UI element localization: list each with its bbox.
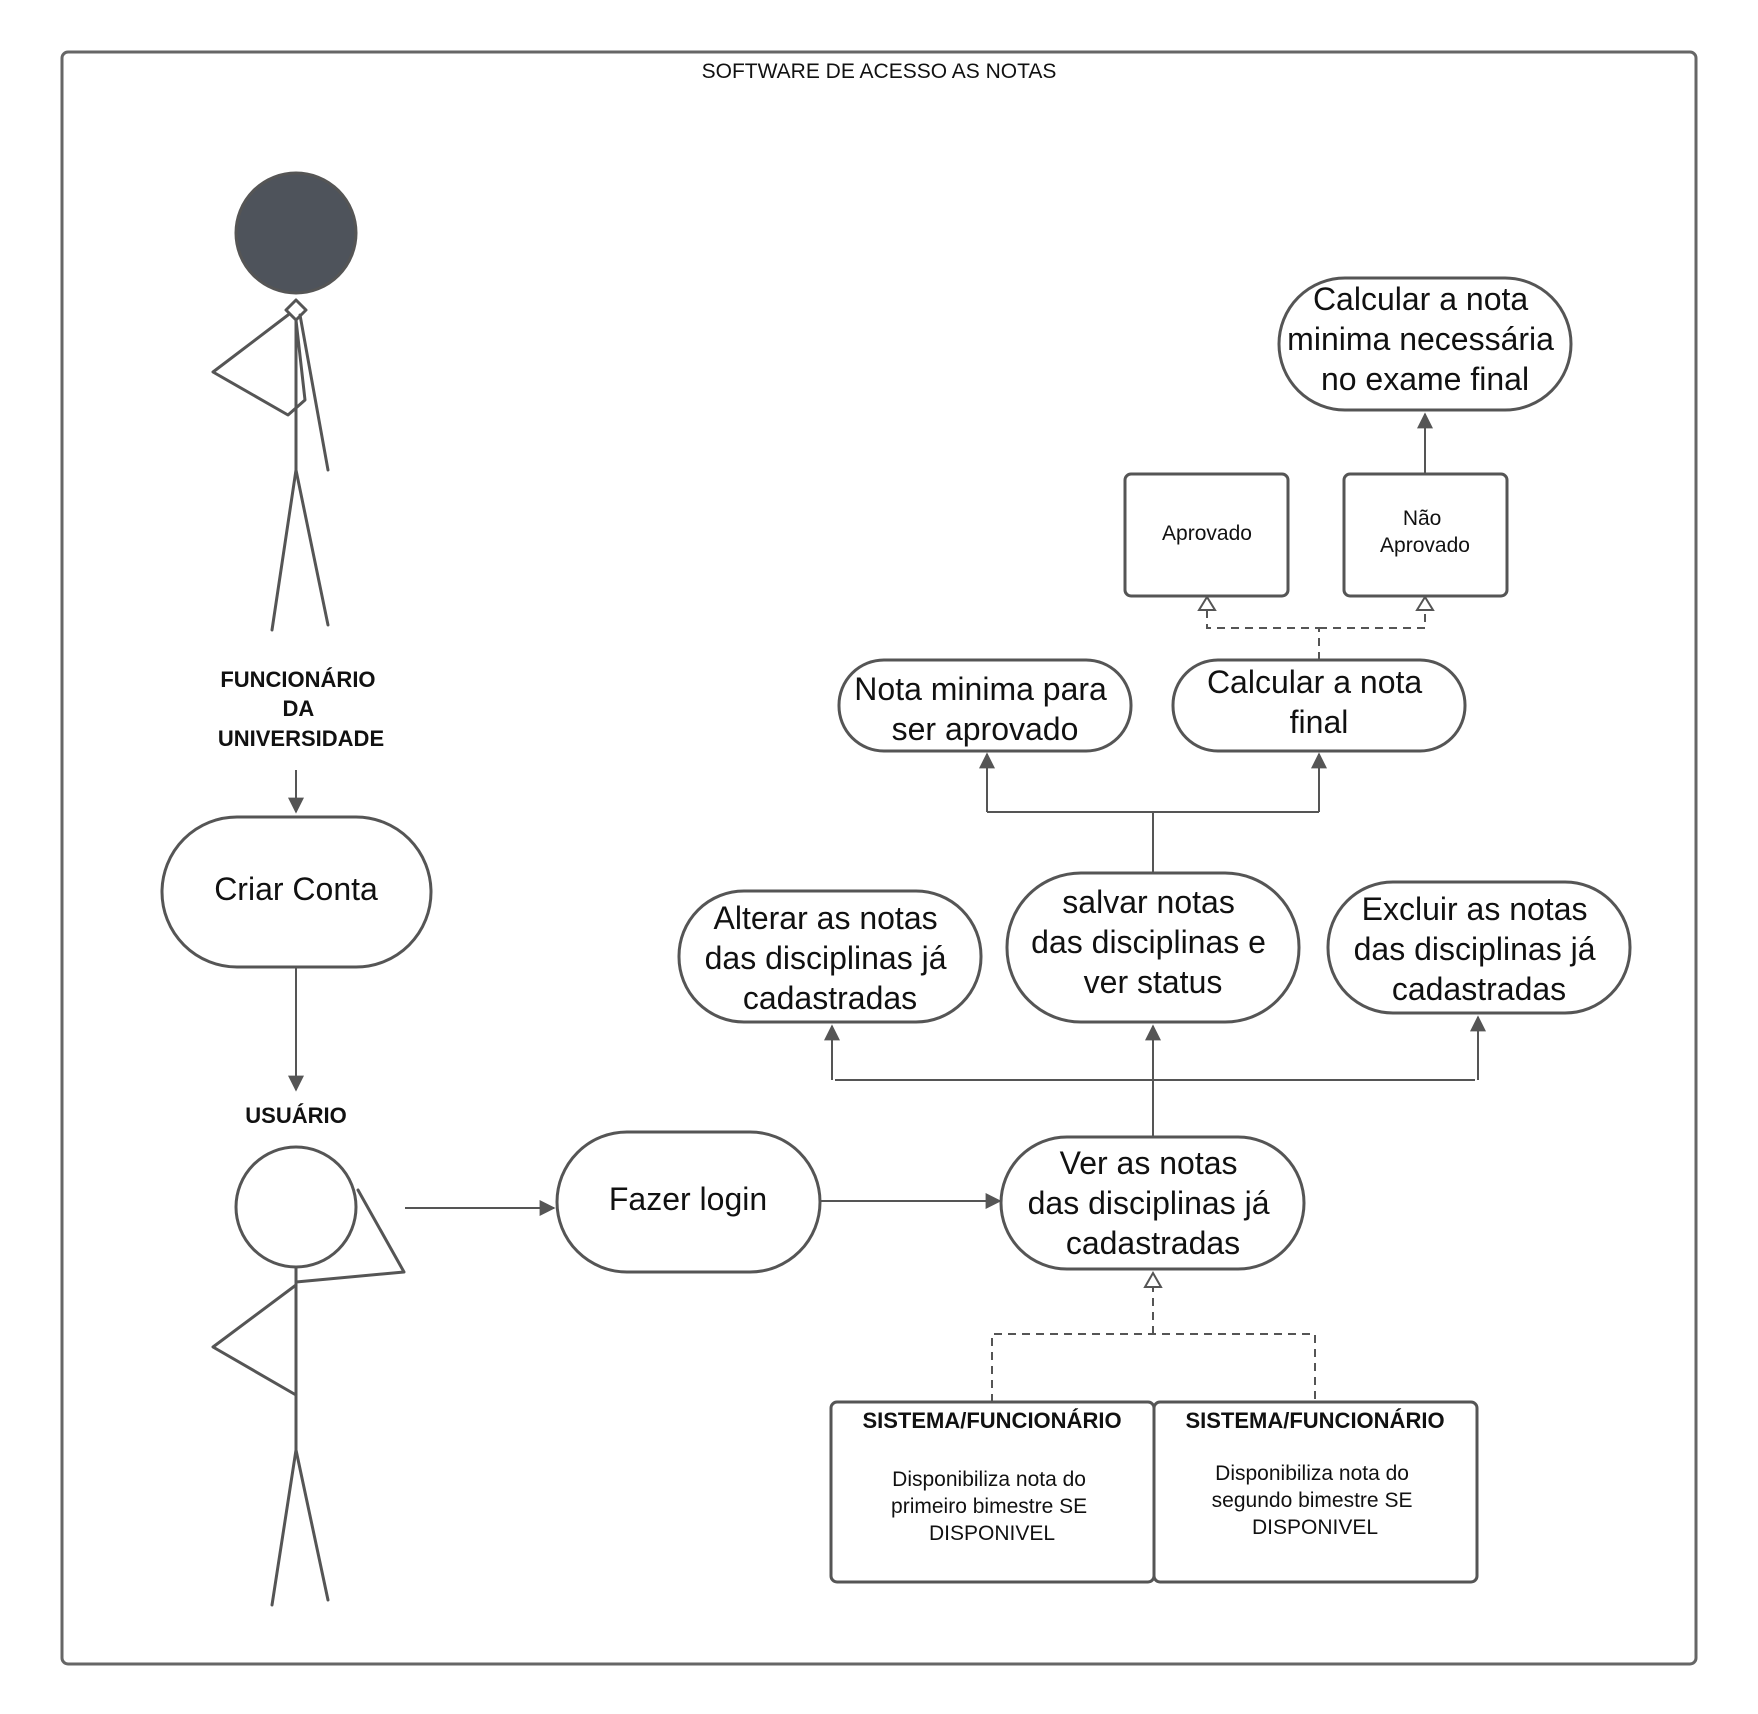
system-box-heading: SISTEMA/FUNCIONÁRIO — [1185, 1408, 1444, 1433]
system-box-description: Disponibiliza nota do primeiro bimestre … — [891, 1468, 1093, 1545]
svg-text:Ver as notas das discipl: Ver as notas das disciplinas já cadastra… — [1028, 1145, 1279, 1261]
open-arrowhead-aprovado — [1197, 595, 1217, 611]
svg-text:Calcular a nota final: Calcular a nota final — [1207, 664, 1431, 740]
svg-text:Não Aprovado: Não Aprovado — [1380, 507, 1470, 557]
use-case-alterar-notas[interactable]: Alterar as notas das disciplinas já cada… — [677, 889, 983, 1024]
use-case-ver-notas[interactable]: Ver as notas das disciplinas já cadastra… — [999, 1135, 1306, 1271]
stick-figure-icon — [211, 171, 358, 632]
svg-text:Fazer login: Fazer login — [609, 1181, 767, 1217]
system-boundary — [60, 50, 1698, 1666]
svg-text:Alterar as notas das dis: Alterar as notas das disciplinas já cada… — [705, 900, 956, 1016]
use-case-nota-minima[interactable]: Nota minima para ser aprovado — [837, 658, 1133, 753]
system-box-primeiro-bimestre[interactable]: SISTEMA/FUNCIONÁRIO Disponibiliza nota d… — [829, 1400, 1156, 1584]
system-box-heading: SISTEMA/FUNCIONÁRIO — [862, 1408, 1121, 1433]
actor-usuario-label: USUÁRIO — [245, 1103, 346, 1128]
svg-text:Criar Conta: Criar Conta — [214, 871, 378, 907]
svg-text:Nota minima para ser apr: Nota minima para ser aprovado — [854, 671, 1115, 747]
use-case-salvar-notas[interactable]: salvar notas das disciplinas e ver statu… — [1005, 871, 1301, 1024]
stick-figure-icon — [211, 1145, 406, 1607]
status-box-aprovado[interactable]: Aprovado — [1123, 472, 1290, 598]
use-case-calcular-exame[interactable]: Calcular a nota minima necessária no exa… — [1277, 276, 1573, 412]
open-arrowhead-ver — [1143, 1270, 1163, 1288]
use-case-calcular-final[interactable]: Calcular a nota final — [1171, 658, 1467, 753]
svg-text:Excluir as notas das dis: Excluir as notas das disciplinas já cada… — [1354, 891, 1605, 1007]
svg-text:salvar notas das discipl: salvar notas das disciplinas e ver statu… — [1031, 884, 1275, 1000]
status-box-nao-aprovado[interactable]: Não Aprovado — [1342, 472, 1509, 598]
svg-text:Aprovado: Aprovado — [1162, 522, 1252, 545]
use-case-fazer-login[interactable]: Fazer login — [555, 1130, 822, 1274]
open-arrowhead-nao-aprovado — [1415, 595, 1435, 611]
actor-funcionario: FUNCIONÁRIO DA UNIVERSIDADE — [211, 171, 384, 751]
dashed-connectors — [991, 595, 1435, 1402]
diagram-title: SOFTWARE DE ACESSO AS NOTAS — [702, 60, 1057, 83]
use-case-criar-conta[interactable]: Criar Conta — [160, 815, 433, 969]
system-box-segundo-bimestre[interactable]: SISTEMA/FUNCIONÁRIO Disponibiliza nota d… — [1152, 1400, 1479, 1584]
svg-text:Calcular a nota minima n: Calcular a nota minima necessária no exa… — [1287, 281, 1563, 397]
actor-usuario: USUÁRIO — [211, 1103, 406, 1607]
dashed-final-to-status — [1206, 598, 1320, 660]
use-case-excluir-notas[interactable]: Excluir as notas das disciplinas já cada… — [1326, 880, 1632, 1015]
actor-funcionario-label: FUNCIONÁRIO DA UNIVERSIDADE — [218, 667, 384, 751]
solid-connectors — [288, 412, 1486, 1216]
system-box-description: Disponibiliza nota do segundo bimestre S… — [1212, 1462, 1419, 1539]
